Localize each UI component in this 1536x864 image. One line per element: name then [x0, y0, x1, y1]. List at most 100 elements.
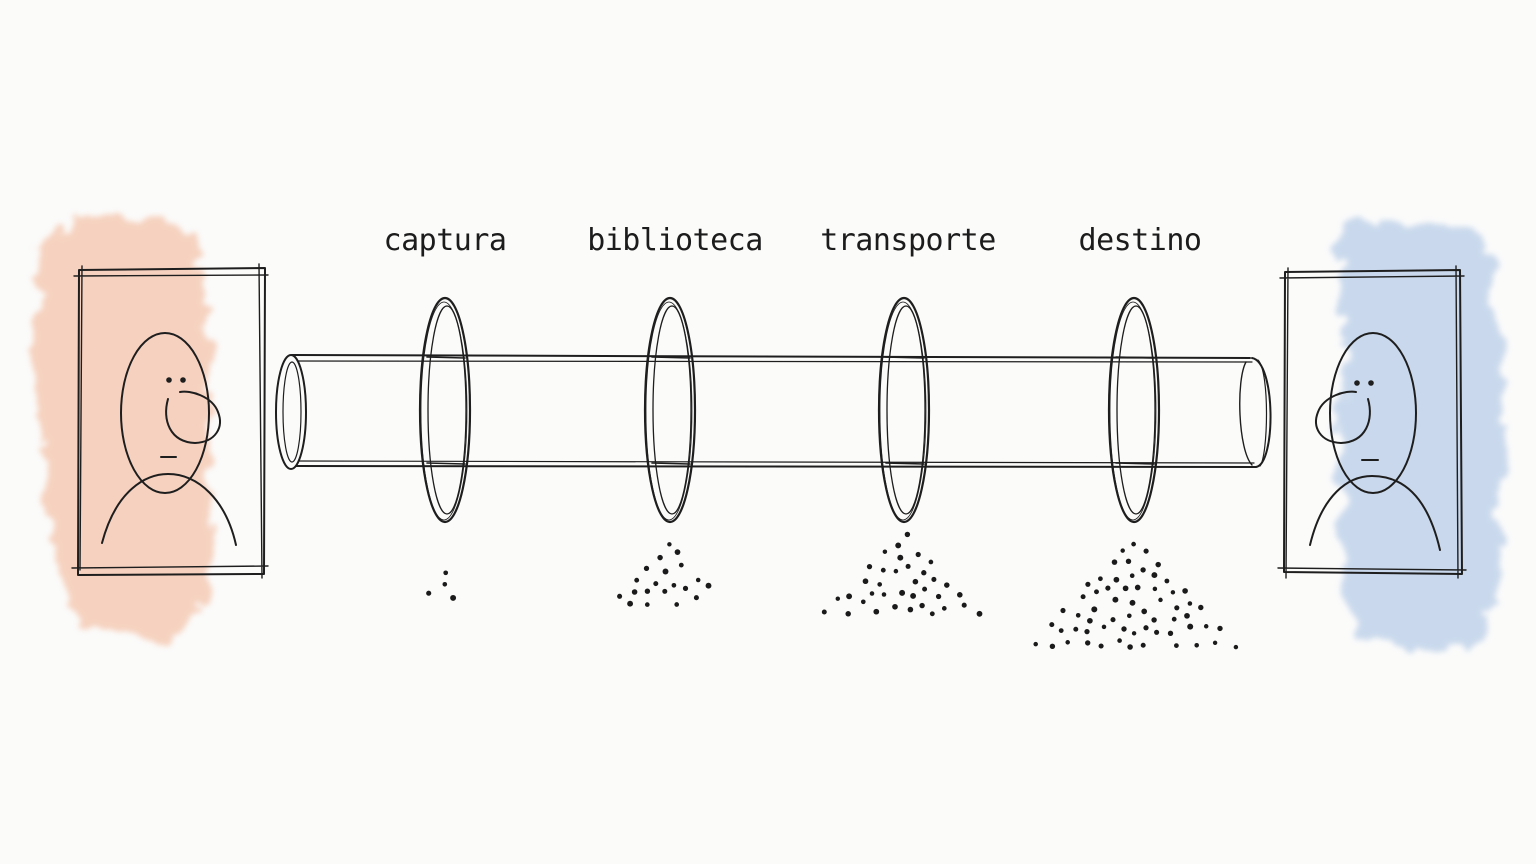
data-dot — [644, 588, 651, 594]
data-dot — [895, 542, 902, 549]
data-dot — [912, 578, 919, 585]
data-dot — [877, 582, 883, 587]
stage-label-captura: captura — [384, 223, 507, 258]
data-dot — [1122, 585, 1129, 592]
data-dot — [881, 592, 887, 597]
data-dot — [1187, 601, 1193, 606]
data-dot — [1075, 612, 1081, 618]
data-dot — [1198, 604, 1204, 611]
data-dot — [1152, 586, 1158, 592]
data-dot — [893, 568, 899, 574]
data-dot — [695, 577, 701, 583]
data-dot — [1098, 643, 1104, 649]
data-dot — [821, 609, 827, 615]
data-dot — [941, 606, 947, 611]
data-dot — [910, 592, 917, 599]
left-person-portrait — [71, 263, 269, 579]
data-dot — [907, 606, 914, 613]
data-dot — [1049, 643, 1056, 650]
stage-label-biblioteca: biblioteca — [587, 223, 763, 258]
data-dot — [1141, 608, 1148, 615]
data-dot — [1151, 572, 1158, 579]
data-dot — [931, 576, 937, 582]
data-dot — [426, 590, 432, 596]
stage-label-destino: destino — [1079, 223, 1202, 258]
data-dot — [1121, 626, 1127, 632]
data-dot — [899, 589, 906, 596]
data-dot — [860, 599, 866, 605]
data-dot — [928, 559, 934, 565]
data-dot — [1127, 613, 1132, 619]
dot-pile-captura — [426, 570, 457, 601]
data-dot — [442, 582, 448, 587]
data-dot — [682, 585, 689, 592]
data-dot — [662, 588, 668, 594]
data-dot — [1182, 588, 1188, 594]
data-dot — [657, 554, 663, 561]
data-dot — [671, 582, 677, 588]
data-dot — [1129, 573, 1135, 579]
data-dot — [644, 602, 650, 607]
data-dot — [897, 554, 904, 561]
data-dot — [1158, 597, 1163, 603]
data-dot — [634, 577, 640, 583]
data-dot — [846, 593, 853, 600]
data-dot — [450, 594, 457, 601]
right-person-face — [1309, 332, 1441, 551]
data-dot — [674, 549, 681, 555]
data-dot — [1233, 644, 1239, 650]
data-dot — [1094, 589, 1099, 595]
data-dot — [617, 593, 623, 599]
data-dot — [862, 578, 869, 585]
data-dot — [1134, 584, 1141, 591]
data-dot — [1065, 640, 1070, 645]
data-dot — [1105, 585, 1111, 591]
data-dot — [1143, 548, 1149, 554]
data-dot — [1110, 617, 1116, 623]
stage-label-transporte: transporte — [820, 223, 996, 258]
data-pipe — [275, 354, 1272, 470]
data-dot — [904, 531, 911, 538]
data-dot — [873, 608, 880, 615]
data-dot — [1085, 581, 1091, 587]
data-dot — [674, 602, 680, 607]
data-dot — [1151, 617, 1157, 623]
data-dot — [1091, 606, 1098, 613]
data-dot — [631, 589, 638, 595]
stage-ring-transporte — [877, 296, 931, 524]
data-dot — [1080, 594, 1086, 600]
data-dot — [705, 582, 712, 589]
data-dot — [1194, 643, 1199, 648]
dot-pile-biblioteca — [617, 542, 712, 607]
data-dot — [866, 563, 873, 570]
data-dot — [1112, 596, 1119, 603]
data-dot — [1120, 548, 1125, 553]
data-dot — [1174, 643, 1179, 648]
data-dot — [869, 591, 875, 596]
data-dot — [443, 570, 449, 576]
stage-ring-captura — [418, 296, 472, 524]
right-watercolor-wash — [1340, 220, 1503, 649]
data-dot — [1167, 630, 1174, 636]
left-watercolor-wash — [35, 217, 213, 636]
data-dot — [1184, 612, 1190, 619]
data-dot — [905, 563, 911, 569]
data-dot — [1140, 567, 1146, 573]
data-dot — [919, 602, 925, 609]
data-dot — [1049, 622, 1055, 628]
data-dot — [1127, 644, 1133, 650]
data-dot — [1125, 558, 1132, 565]
data-dot — [653, 581, 659, 587]
data-dot — [1073, 626, 1079, 632]
data-dot — [1101, 624, 1107, 630]
data-dot — [929, 611, 935, 617]
data-dot — [1203, 624, 1209, 629]
data-dot — [921, 570, 927, 576]
data-dot — [882, 549, 888, 554]
stage-rings — [418, 296, 1161, 524]
data-dot — [1113, 576, 1120, 583]
data-dot — [1131, 631, 1137, 636]
data-dot — [1087, 617, 1093, 624]
data-dot — [1140, 642, 1146, 648]
